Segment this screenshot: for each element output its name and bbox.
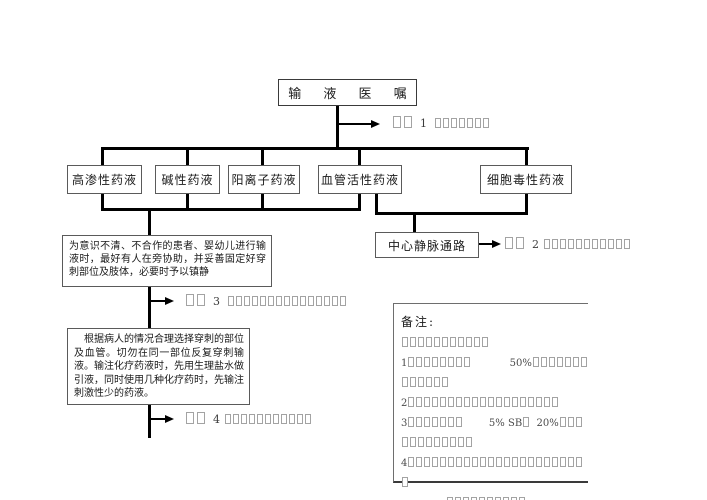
node-vasoactive-solution: 血管活性药液 [318,165,402,194]
connector-stub-top-1 [101,149,104,166]
connector-stub-bottom-4-right [375,191,378,215]
connector-stub-bottom-4-left [358,191,361,211]
connector-stub-top-2 [186,149,189,166]
node-cytotoxic-solution-label: 细胞毒性药液 [486,173,565,187]
arrow-attachment-1-head-icon [371,120,380,128]
node-hypertonic-solution-label: 高渗性药液 [71,173,137,187]
remarks-line: 2 [401,394,588,414]
arrow-attachment-3 [150,300,167,302]
connector-drop-to-caution-1 [148,210,151,235]
connector-right-bus [375,212,528,215]
arrow-attachment-4 [150,418,167,420]
connector-stub-bottom-1 [101,191,104,211]
connector-stub-bottom-3 [261,191,264,211]
attachment-label-4: 4 [184,412,312,426]
connector-top-bus [101,147,529,150]
connector-stub-top-3 [261,149,264,166]
remarks-line [401,334,588,354]
connector-stub-top-4 [358,149,361,166]
remarks-box: 备注: 1 50% 2 3 5% SB 20% 4 5 [393,303,588,500]
node-vasoactive-solution-label: 血管活性药液 [320,173,399,187]
arrow-attachment-1 [338,123,373,125]
caution-note-box-2: 根据病人的情况合理选择穿刺的部位及血管。切勿在同一部位反复穿刺输液。输注化疗药液… [67,328,250,405]
arrow-attachment-2 [477,243,494,245]
arrow-attachment-3-head-icon [165,297,174,305]
arrow-attachment-2-head-icon [492,240,501,248]
node-central-venous-access-label: 中心静脉通路 [387,238,466,253]
node-alkaline-solution: 碱性药液 [155,165,220,194]
remarks-line: 1 50% [401,354,588,394]
node-cytotoxic-solution: 细胞毒性药液 [480,165,572,194]
attachment-label-3: 3 [184,294,347,308]
connector-left-bus [101,208,361,211]
connector-drop-to-central-venous [413,214,416,233]
caution-note-box-1: 为意识不清、不合作的患者、婴幼儿进行输液时，最好有人在旁协助，并妥善固定好穿刺部… [62,235,272,287]
node-cationic-solution: 阳离子药液 [228,165,300,194]
connector-stub-top-5 [525,149,528,166]
connector-stub-bottom-2 [186,191,189,211]
node-cationic-solution-label: 阳离子药液 [231,173,297,187]
remarks-line: 3 5% SB 20% [401,414,588,454]
connector-root-vertical [336,104,339,149]
node-alkaline-solution-label: 碱性药液 [161,173,214,187]
arrow-attachment-4-head-icon [165,415,174,423]
node-hypertonic-solution: 高渗性药液 [67,165,142,194]
attachment-label-1: 1 [391,116,490,130]
node-infusion-order-label: 输 液 医 嘱 [288,87,416,102]
remarks-line [401,494,588,500]
caution-note-2-text: 根据病人的情况合理选择穿刺的部位及血管。切勿在同一部位反复穿刺输液。输注化疗药液… [74,334,244,399]
remarks-line: 4 [401,454,588,494]
node-central-venous-access: 中心静脉通路 [375,232,479,258]
connector-stub-bottom-5 [525,191,528,215]
caution-note-1-text: 为意识不清、不合作的患者、婴幼儿进行输液时，最好有人在旁协助，并妥善固定好穿刺部… [69,241,266,278]
attachment-label-2: 2 [503,237,631,251]
remarks-title: 备注: [401,315,436,329]
node-infusion-order: 输 液 医 嘱 [278,79,417,106]
